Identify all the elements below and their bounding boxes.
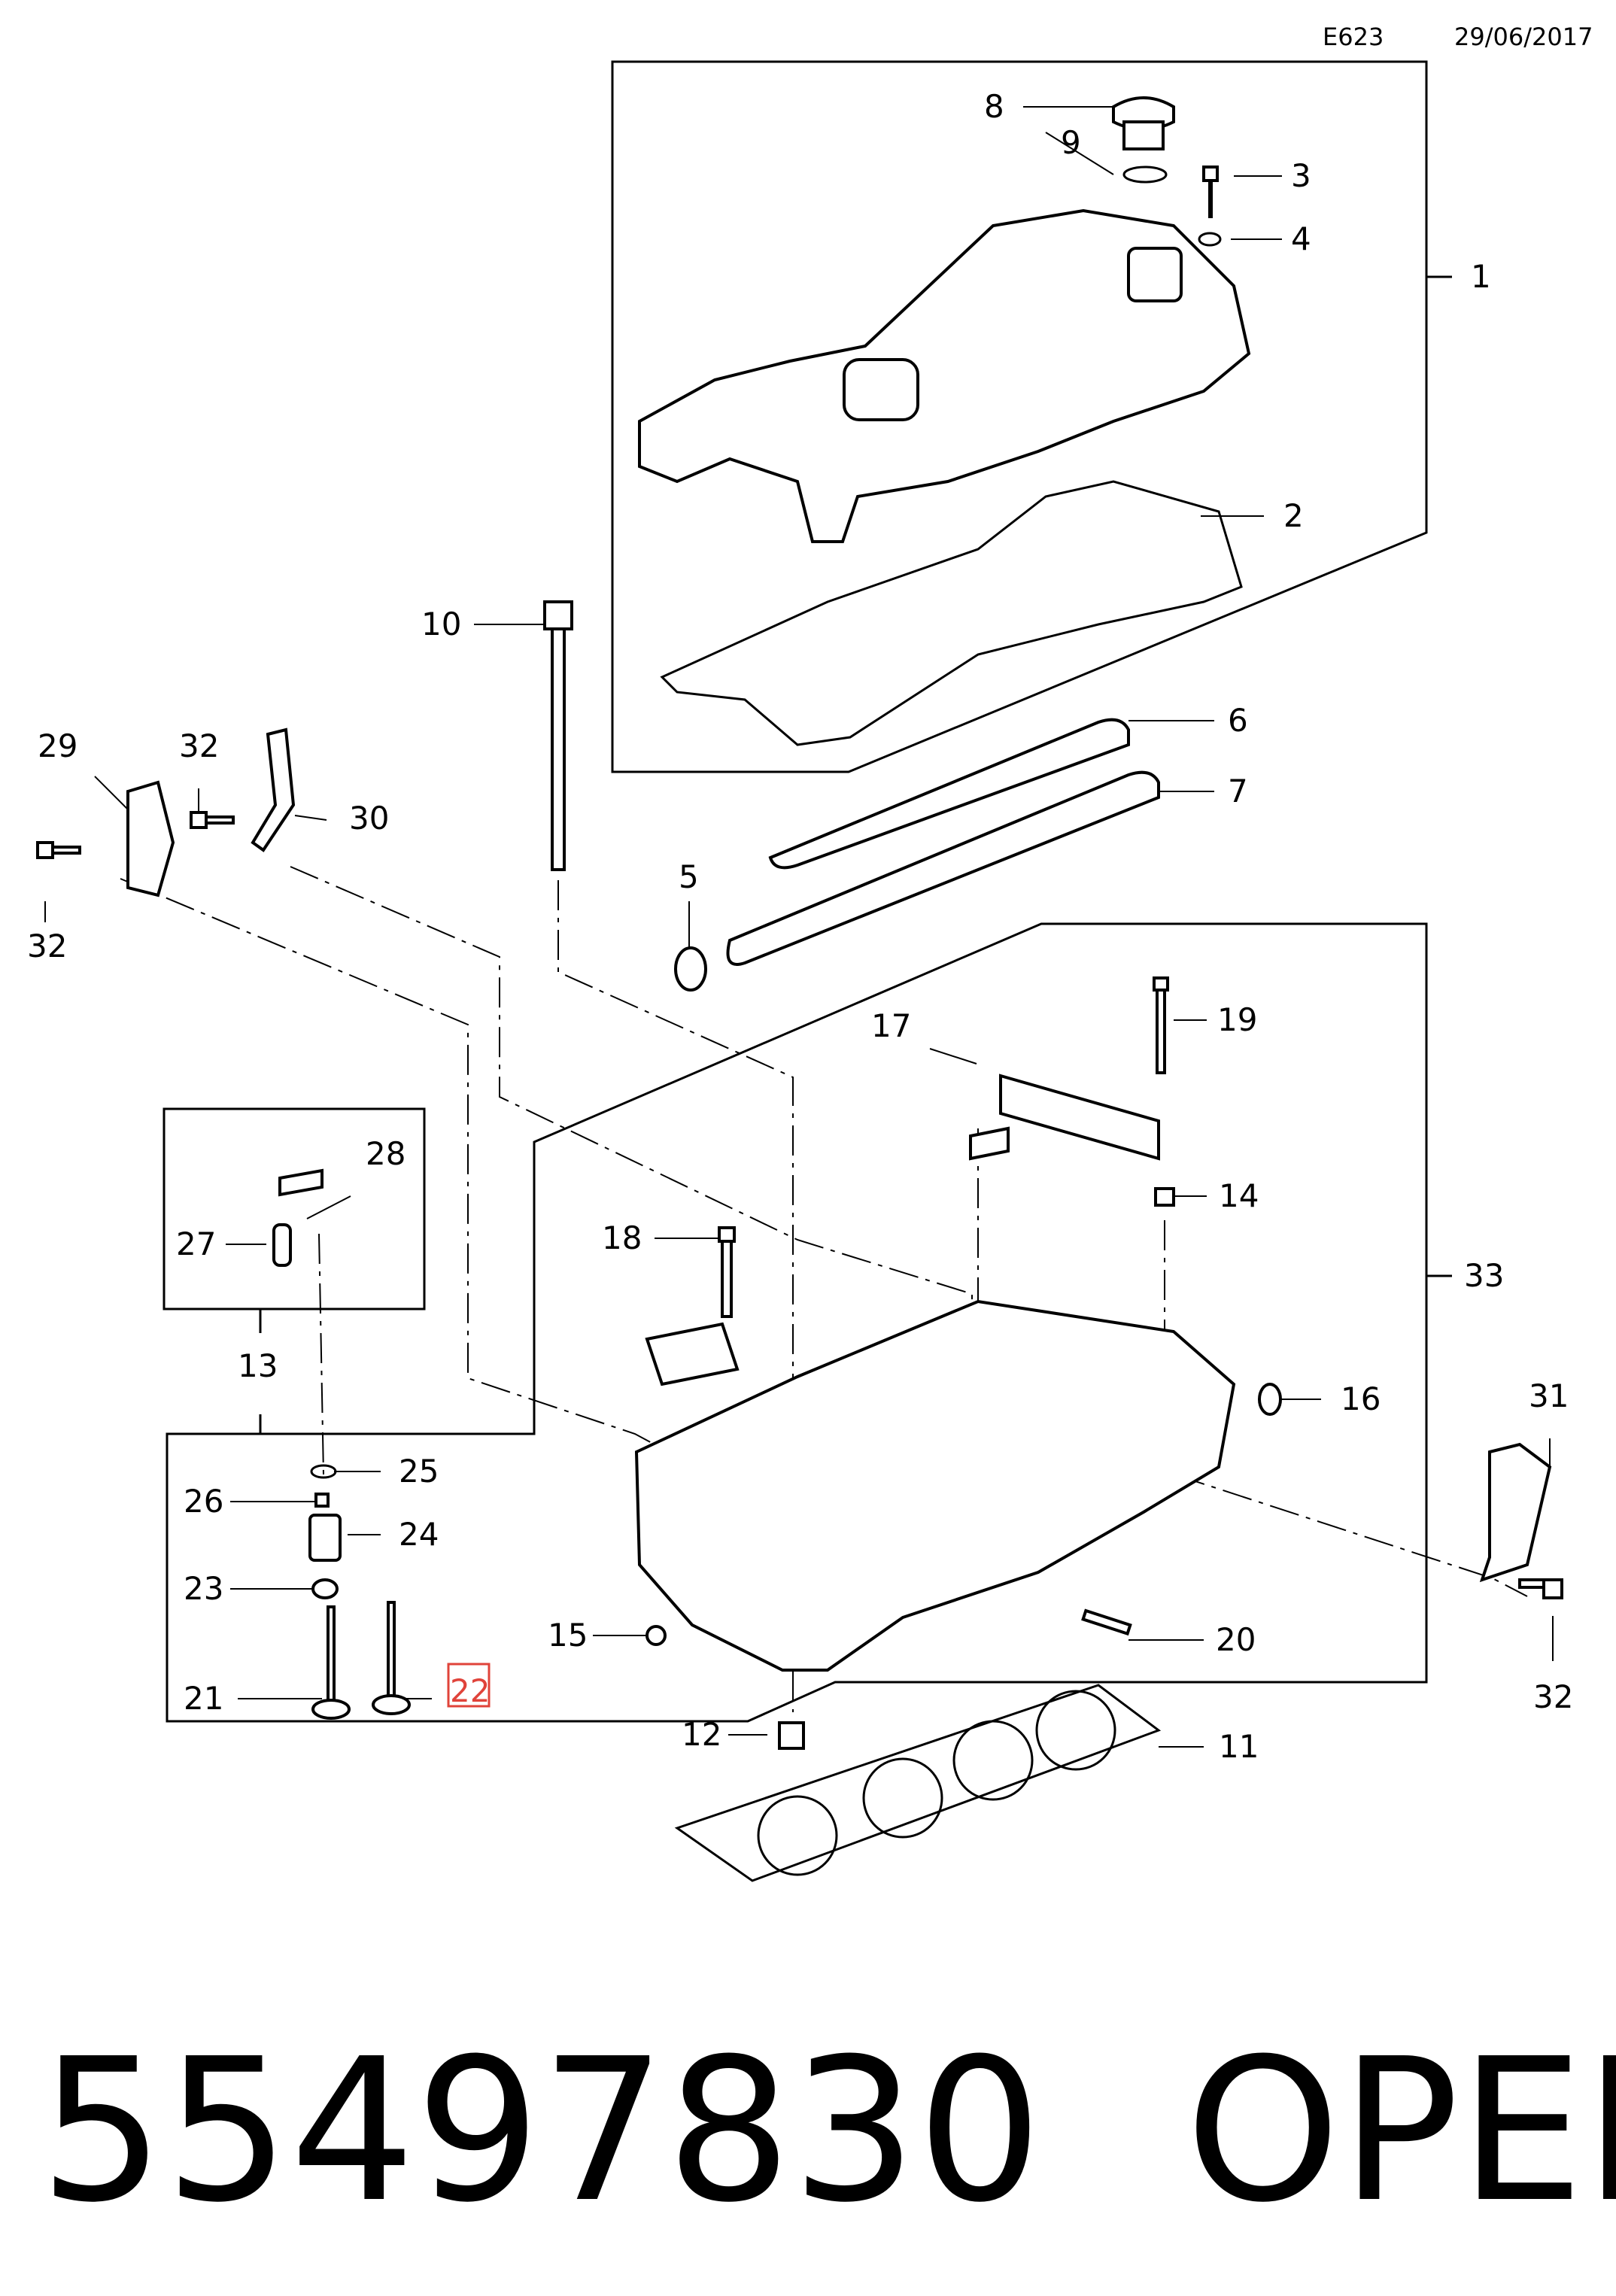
- valve-22: [372, 1601, 411, 1715]
- callout-18: 18: [602, 1219, 642, 1256]
- oil-filler-cap: [1112, 96, 1175, 150]
- bearing-cap-bridge: [999, 1074, 1160, 1161]
- callout-16: 16: [1341, 1380, 1381, 1417]
- callout-10: 10: [421, 606, 461, 642]
- lifter-27: [272, 1223, 292, 1267]
- callout-30: 30: [349, 800, 389, 837]
- bolt-32c: [1518, 1578, 1563, 1599]
- callout-25: 25: [399, 1453, 439, 1490]
- diagram-code: E623: [1323, 23, 1384, 51]
- leader-9: [1045, 132, 1114, 175]
- washer-4: [1198, 232, 1222, 247]
- valve-cover-gasket: [660, 480, 1243, 746]
- callout-17: 17: [871, 1007, 911, 1044]
- bearing-cap-18: [645, 1322, 740, 1386]
- diagram-date: 29/06/2017: [1454, 23, 1593, 51]
- leader-28: [306, 1195, 351, 1219]
- callout-5: 5: [679, 858, 699, 895]
- callout-32-right: 32: [1533, 1678, 1573, 1715]
- valve-21: [311, 1605, 351, 1720]
- bolt-18: [718, 1226, 736, 1318]
- highlight-box-22: [447, 1663, 491, 1708]
- assembly-line-a: [120, 878, 678, 1457]
- bolt-3: [1202, 166, 1219, 218]
- head-gasket-11: [674, 1684, 1162, 1882]
- callout-29: 29: [38, 727, 77, 764]
- bracket-29: [126, 780, 175, 897]
- callout-12: 12: [682, 1716, 721, 1753]
- callout-24: 24: [399, 1516, 439, 1553]
- callout-9: 9: [1061, 124, 1081, 161]
- callout-27: 27: [176, 1225, 216, 1262]
- callout-32-left: 32: [27, 928, 67, 964]
- part-number-footer: 55497830 OPEL: [39, 2016, 1616, 2246]
- plug-16: [1258, 1383, 1282, 1416]
- callout-31: 31: [1529, 1377, 1569, 1414]
- callout-2: 2: [1283, 497, 1304, 534]
- leader-30: [294, 815, 327, 821]
- assembly-line-d: [1128, 1459, 1528, 1597]
- valve-spring-24: [308, 1514, 342, 1562]
- plug-15: [645, 1625, 667, 1646]
- bearing-cap-17: [969, 1126, 1010, 1161]
- callout-28: 28: [366, 1135, 406, 1172]
- part-number: 55497830: [39, 2016, 1043, 2246]
- camshaft-7: [726, 770, 1160, 966]
- callout-33: 33: [1464, 1257, 1504, 1294]
- bolt-32b: [36, 841, 81, 859]
- cylinder-head-group-frame: [166, 922, 1428, 1723]
- dowel-12: [778, 1721, 805, 1750]
- callout-4: 4: [1291, 220, 1311, 257]
- callout-13: 13: [238, 1347, 278, 1384]
- callout-19: 19: [1217, 1001, 1257, 1038]
- camshaft-6: [768, 718, 1130, 870]
- exploded-parts-diagram: 1 2 3 4 5 6 7 8 9 10 11 12 13 14 15 16 1…: [27, 60, 1573, 1882]
- tappet-inset-frame: [163, 1107, 426, 1310]
- seal-ring-9: [1122, 166, 1168, 184]
- assembly-line-g: [318, 1233, 324, 1475]
- valve-cover: [638, 208, 1251, 543]
- bolt-32a: [190, 811, 235, 829]
- dowel-14: [1154, 1187, 1175, 1207]
- callout-14: 14: [1219, 1177, 1259, 1214]
- bracket-31: [1479, 1442, 1552, 1583]
- callout-6: 6: [1228, 702, 1248, 739]
- bolt-19: [1153, 976, 1169, 1074]
- rocker-arm-28: [278, 1168, 324, 1197]
- cylinder-head: [634, 1299, 1236, 1672]
- stud-20: [1081, 1608, 1132, 1636]
- assembly-line-b: [290, 866, 973, 1362]
- callout-20: 20: [1216, 1621, 1256, 1658]
- callout-26: 26: [184, 1483, 223, 1520]
- valve-cover-group-frame: [611, 60, 1428, 773]
- bracket-30: [251, 727, 296, 852]
- callout-32-upper: 32: [179, 727, 219, 764]
- camshaft-seal-5: [674, 946, 707, 992]
- callout-8: 8: [984, 88, 1004, 125]
- callout-22: 22: [450, 1672, 490, 1709]
- callout-1: 1: [1471, 258, 1491, 295]
- callout-15: 15: [548, 1617, 588, 1654]
- brand-name: OPEL: [1185, 2016, 1616, 2246]
- callout-21: 21: [184, 1680, 223, 1717]
- leader-17: [929, 1048, 977, 1064]
- callout-3: 3: [1291, 157, 1311, 194]
- spring-seat-25: [310, 1464, 337, 1479]
- callout-23: 23: [184, 1570, 223, 1607]
- callout-7: 7: [1228, 773, 1248, 809]
- callout-11: 11: [1219, 1728, 1259, 1765]
- valve-stem-seal-23: [311, 1578, 339, 1599]
- bolt-10: [543, 600, 573, 871]
- valve-keeper-26: [314, 1493, 330, 1508]
